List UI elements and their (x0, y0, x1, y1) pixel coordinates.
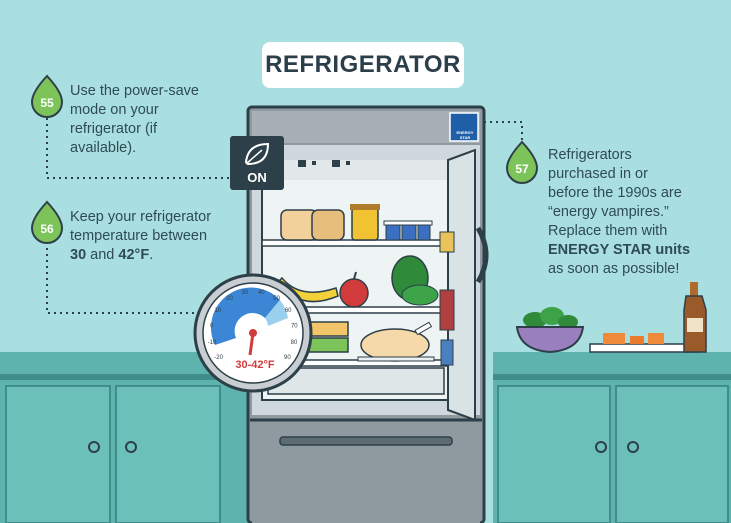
tip-57-line: “energy vampires.” (548, 204, 669, 220)
right-counter (493, 352, 731, 523)
salad-bowl (515, 307, 585, 354)
left-counter (0, 352, 255, 523)
thermometer-dial: -20 -10 0 10 20 30 40 50 60 70 80 90 (193, 273, 313, 393)
power-save-button[interactable]: ON (230, 136, 284, 190)
power-save-label: ON (247, 170, 267, 185)
tip-57-line: before the 1990s are (548, 185, 682, 201)
thermometer-tick-label: 80 (291, 340, 298, 346)
thermometer-tick-label: 40 (258, 290, 265, 296)
thermometer-tick-label: 70 (291, 323, 298, 329)
tip-56-number: 56 (40, 222, 54, 236)
thermometer-tick-label: 0 (210, 323, 214, 329)
thermometer-tick-label: -20 (214, 355, 223, 361)
energy-star-logo (449, 112, 479, 142)
thermometer-tick-label: 60 (285, 308, 292, 314)
and-word: and (90, 247, 115, 263)
title-banner: REFRIGERATOR (262, 42, 464, 88)
tip-55-line: mode on your (70, 102, 159, 118)
tip-57-line: purchased in or (548, 166, 648, 182)
temp-low: 30 (70, 247, 87, 263)
thermometer-range-label: 30-42°F (235, 359, 275, 371)
tip-56-line: Keep your refrigerator (70, 209, 212, 225)
tip-56-badge: 56 (32, 210, 62, 250)
tip-57-line: Replace them with (548, 223, 668, 239)
tip-55-line: Use the power-save (70, 83, 199, 99)
badge-57-shape (505, 140, 539, 184)
tip-57-line: as soon as possible! (548, 261, 680, 277)
thermometer-tick-label: 30 (241, 290, 248, 296)
tip-55-number: 55 (40, 96, 54, 110)
tip-57-text: Refrigerators purchased in or before the… (548, 146, 728, 279)
tip-55-text: Use the power-save mode on your refriger… (70, 82, 240, 158)
dotted-connectors (46, 118, 523, 314)
thermometer-tick-label: 90 (284, 355, 291, 361)
tip-56-text: Keep your refrigerator temperature betwe… (70, 208, 250, 265)
tip-56-line: temperature between (70, 228, 208, 244)
tip-57-number: 57 (515, 162, 529, 176)
tip-56-range-line: 30 and 42°F. (70, 246, 250, 265)
tip-55-line: refrigerator (if (70, 121, 158, 137)
tip-57-badge: 57 (507, 150, 537, 190)
thermometer-tick-label: 50 (273, 296, 280, 302)
tip-55-line: available). (70, 140, 137, 156)
leaf-icon (244, 142, 270, 166)
tip-57-bold-line: ENERGY STAR units (548, 241, 728, 260)
thermometer-tick-label: -10 (208, 340, 217, 346)
period: . (149, 247, 154, 263)
thermometer-tick-label: 20 (226, 296, 233, 302)
energy-star-units: ENERGY STAR units (548, 242, 691, 258)
temp-high: 42°F (118, 247, 150, 263)
badge-56-shape (30, 200, 64, 244)
sauce-bottle (683, 282, 707, 353)
tip-57-line: Refrigerators (548, 147, 632, 163)
thermometer-tick-label: 10 (214, 308, 221, 314)
badge-55-shape (30, 74, 64, 118)
tip-55-badge: 55 (32, 84, 62, 124)
page-title: REFRIGERATOR (265, 51, 461, 78)
energy-star-text: ENERGY STAR (456, 130, 474, 140)
